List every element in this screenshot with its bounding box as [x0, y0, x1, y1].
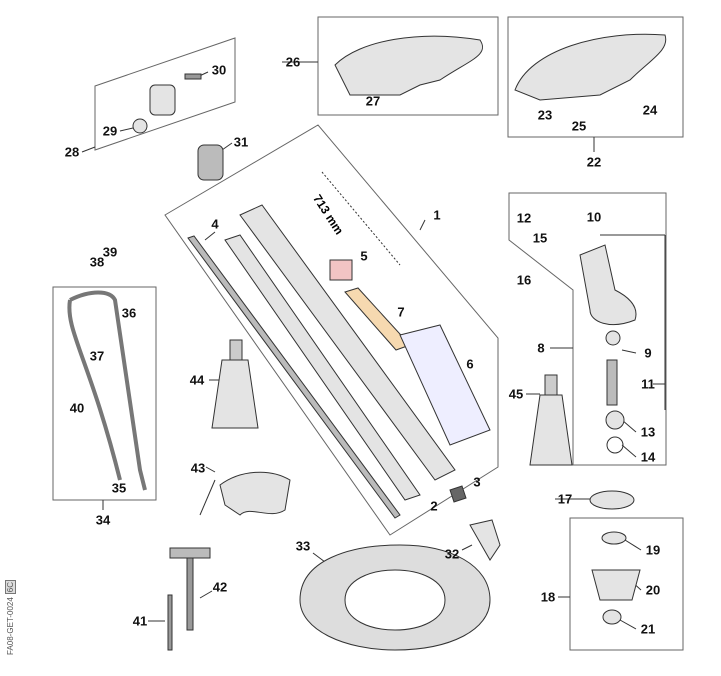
- decal-6: [399, 324, 491, 446]
- part-label-29: 29: [102, 123, 118, 139]
- part-label-11: 11: [641, 376, 655, 392]
- part-label-20: 20: [645, 582, 661, 598]
- grease-tube-45: [529, 394, 573, 466]
- bearing-13: [605, 410, 625, 430]
- part-label-3: 3: [473, 474, 481, 490]
- disc-17: [589, 490, 635, 510]
- knob-21: [602, 609, 622, 625]
- part-label-1: 1: [433, 207, 441, 223]
- part-label-9: 9: [644, 345, 652, 361]
- part-label-41: 41: [132, 613, 148, 629]
- part-label-15: 15: [532, 230, 548, 246]
- part-label-13: 13: [640, 424, 656, 440]
- part-label-31: 31: [233, 134, 249, 150]
- group-box-34: [52, 286, 157, 501]
- decal-5: [329, 259, 353, 281]
- part-3: [449, 485, 467, 503]
- part-label-5: 5: [360, 248, 368, 264]
- part-label-16: 16: [516, 272, 532, 288]
- part-label-30: 30: [211, 62, 227, 78]
- part-label-22: 22: [586, 154, 602, 170]
- part-label-19: 19: [645, 542, 661, 558]
- wrench-42: [186, 549, 194, 631]
- drawing-code-text: FA08-GET-0024: [6, 597, 15, 655]
- part-label-45: 45: [508, 386, 524, 402]
- shaft-tube-1: [239, 204, 456, 481]
- part-label-44: 44: [189, 372, 205, 388]
- drawing-code-box: 6C: [5, 579, 16, 595]
- group-box-1: [164, 124, 499, 536]
- part-label-17: 17: [557, 491, 573, 507]
- grease-tube-44: [211, 359, 259, 429]
- part-label-35: 35: [111, 480, 127, 496]
- part-label-43: 43: [190, 460, 206, 476]
- circlip-14: [606, 436, 624, 454]
- part-label-8: 8: [537, 340, 545, 356]
- cap-19: [601, 531, 627, 545]
- spool-20: [591, 569, 641, 601]
- part-label-7: 7: [397, 304, 405, 320]
- part-label-38: 38: [89, 254, 105, 270]
- drive-rod-4: [187, 235, 401, 519]
- group-box-18: [569, 517, 684, 651]
- gear-head-8: [579, 244, 637, 325]
- part-label-6: 6: [466, 356, 474, 372]
- part-label-18: 18: [540, 589, 556, 605]
- bolt-30: [184, 73, 202, 80]
- pin-41: [167, 594, 173, 651]
- glasses-43: [219, 471, 291, 516]
- part-label-25: 25: [571, 118, 587, 134]
- guard-33: [299, 544, 491, 651]
- part-label-33: 33: [295, 538, 311, 554]
- shaft-11: [606, 359, 618, 406]
- part-label-26: 26: [285, 54, 301, 70]
- part-label-28: 28: [64, 144, 80, 160]
- part-label-42: 42: [212, 579, 228, 595]
- part-label-4: 4: [211, 216, 219, 232]
- part-label-12: 12: [516, 210, 532, 226]
- washer-9: [605, 330, 621, 346]
- part-label-39: 39: [102, 244, 118, 260]
- deflector-26: [334, 35, 483, 96]
- deflector-22: [514, 33, 667, 101]
- part-label-21: 21: [640, 621, 656, 637]
- part-label-27: 27: [365, 93, 381, 109]
- part-label-37: 37: [89, 348, 105, 364]
- part-label-23: 23: [537, 107, 553, 123]
- part-label-10: 10: [586, 209, 602, 225]
- group-box-26: [317, 16, 499, 116]
- group-box-28: [94, 37, 236, 151]
- cap-32: [469, 519, 501, 561]
- harness-40: [67, 290, 147, 491]
- part-label-36: 36: [121, 305, 137, 321]
- part-label-24: 24: [642, 102, 658, 118]
- part-label-14: 14: [640, 449, 656, 465]
- part-label-40: 40: [69, 400, 85, 416]
- group-box-22: [507, 16, 684, 138]
- part-label-2: 2: [430, 498, 438, 514]
- part-label-32: 32: [444, 546, 460, 562]
- group-box-8: [508, 192, 667, 466]
- part-label-34: 34: [95, 512, 111, 528]
- nut-29: [132, 118, 148, 134]
- drawing-code: FA08-GET-0024 6C: [5, 579, 16, 655]
- shaft-tube-2: [224, 234, 421, 501]
- clamp-28: [149, 84, 176, 116]
- sleeve-31: [197, 144, 224, 181]
